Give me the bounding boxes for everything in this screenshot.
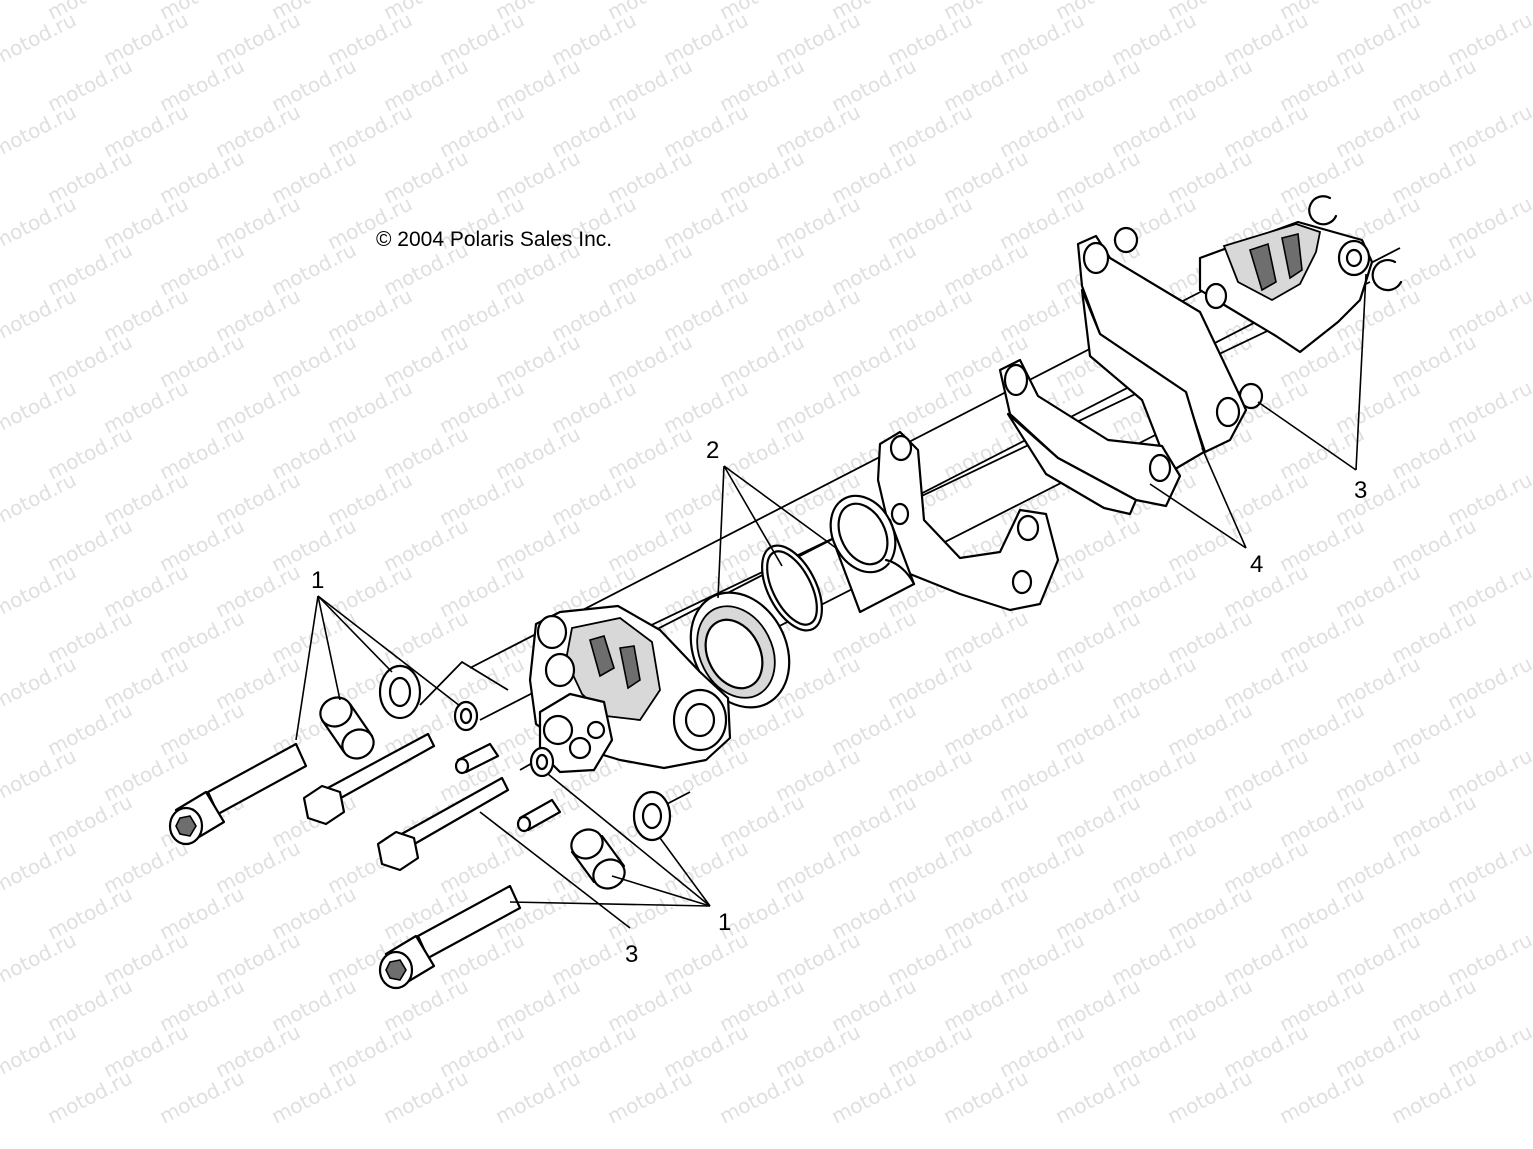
callout-1-upper: 1 bbox=[311, 567, 324, 594]
watermark-text: motod.ru bbox=[0, 1019, 80, 1082]
copyright-notice: © 2004 Polaris Sales Inc. bbox=[376, 228, 612, 251]
watermark-text: motod.ru bbox=[0, 467, 80, 530]
watermark-text: motod.ru bbox=[715, 1065, 808, 1128]
brake-pad-outer bbox=[1076, 234, 1248, 474]
watermark-text: motod.ru bbox=[491, 1065, 584, 1128]
spacer-upper bbox=[319, 696, 375, 760]
hex-bolt-lower bbox=[376, 776, 510, 872]
callout-3-lower: 3 bbox=[625, 941, 638, 968]
hex-bolt-upper bbox=[302, 732, 436, 826]
retaining-clip-lower bbox=[1371, 259, 1403, 292]
watermark-text: motod.ru bbox=[939, 1065, 1032, 1128]
spacer-lower bbox=[570, 828, 626, 890]
brake-pad-inner bbox=[998, 358, 1182, 516]
watermark-text: motod.ru bbox=[379, 1065, 472, 1128]
caliper-guide-pin-lower bbox=[378, 884, 522, 990]
washer-large-upper bbox=[378, 664, 422, 720]
watermark-text: motod.ru bbox=[603, 1065, 696, 1128]
washer-small-upper bbox=[453, 700, 479, 732]
watermark-text: motod.ru bbox=[155, 1065, 248, 1128]
watermark-text: motod.ru bbox=[0, 743, 80, 806]
watermark-text: motod.ru bbox=[267, 1065, 360, 1128]
watermark-text: motod.ru bbox=[827, 1065, 920, 1128]
caliper-body bbox=[528, 604, 732, 774]
piston-seal-square-ring bbox=[761, 544, 823, 632]
washer-large-lower bbox=[632, 790, 672, 842]
watermark-text: motod.ru bbox=[0, 7, 80, 70]
watermark-text: motod.ru bbox=[0, 835, 80, 898]
bleeder-screw-lower bbox=[516, 798, 562, 833]
callout-1-lower: 1 bbox=[718, 909, 731, 936]
watermark-text: motod.ru bbox=[0, 283, 80, 346]
caliper-guide-pin-upper bbox=[168, 742, 308, 846]
watermark-text: motod.ru bbox=[1163, 1065, 1256, 1128]
watermark-text: motod.ru bbox=[0, 927, 80, 990]
dust-boot-seal bbox=[689, 591, 791, 709]
watermark-text: motod.ru bbox=[1275, 1065, 1368, 1128]
watermark-text: motod.ru bbox=[1051, 1065, 1144, 1128]
callout-2: 2 bbox=[706, 437, 719, 464]
outer-caliper-bracket bbox=[1198, 220, 1374, 354]
watermark-text: motod.ru bbox=[43, 1065, 136, 1128]
slide-bushing-upper bbox=[1113, 226, 1139, 254]
retaining-clip-upper bbox=[1308, 195, 1338, 226]
caliper-piston bbox=[829, 494, 916, 614]
bleeder-screw-upper bbox=[454, 742, 500, 775]
watermark-text: motod.ru bbox=[0, 651, 80, 714]
watermark-text: motod.ru bbox=[0, 99, 80, 162]
leader-lines bbox=[295, 273, 1367, 929]
callout-4: 4 bbox=[1250, 551, 1263, 578]
watermark-text: motod.ru bbox=[0, 191, 80, 254]
washer-small-lower bbox=[529, 746, 555, 778]
watermark-text: motod.ru bbox=[0, 559, 80, 622]
watermark-text: motod.ru bbox=[1387, 1065, 1480, 1128]
callout-3-right: 3 bbox=[1354, 477, 1367, 504]
watermark-text: motod.ru bbox=[0, 375, 80, 438]
